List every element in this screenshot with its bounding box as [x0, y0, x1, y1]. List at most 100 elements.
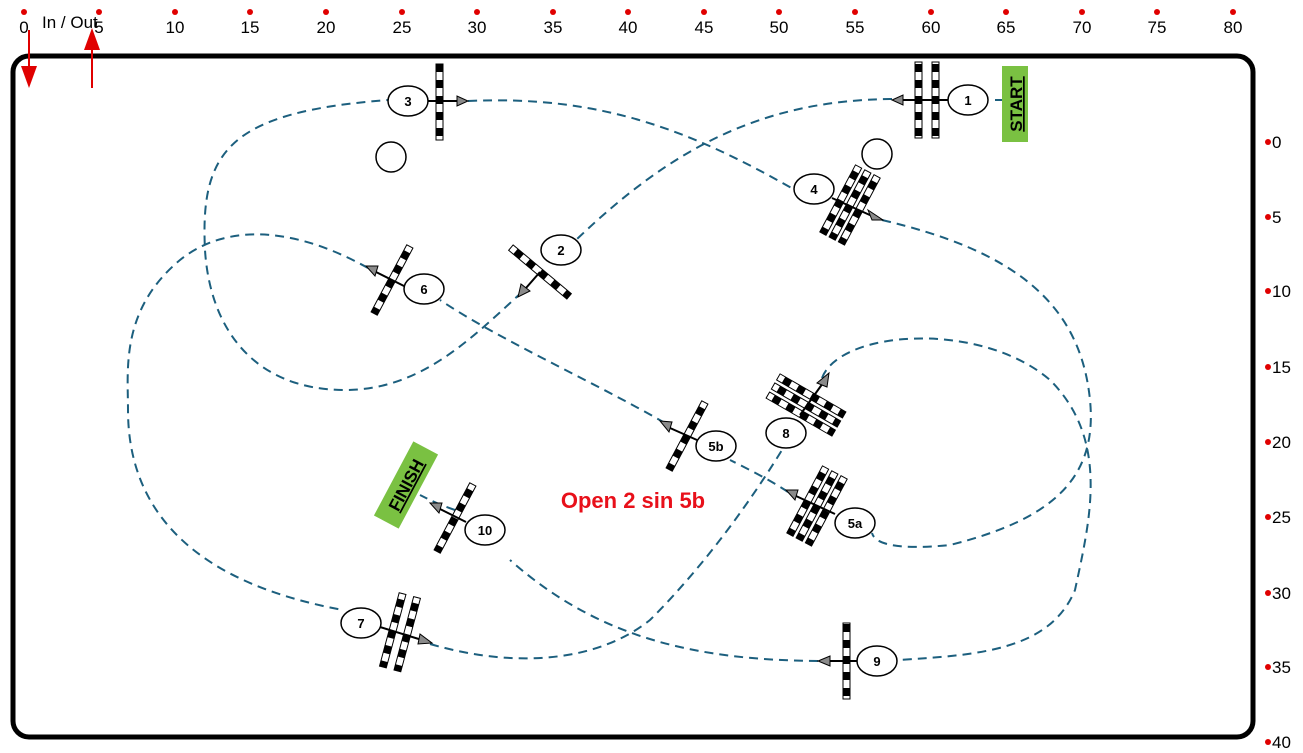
ruler-tick-dot: [701, 9, 707, 15]
jump-number: 6: [420, 282, 427, 297]
ruler-tick-dot: [1265, 514, 1271, 520]
jump-number-badge: [947, 84, 989, 116]
jump-number: 5a: [848, 516, 863, 531]
jump-number-badge: [387, 85, 429, 117]
direction-arrow-icon: [890, 94, 904, 106]
jump-number-badge: [695, 430, 737, 462]
ruler-tick-dot: [1265, 590, 1271, 596]
jump-number-badge: [340, 607, 382, 639]
jump-number-badge: [540, 234, 582, 266]
path-segment: [821, 337, 1092, 661]
jump-number-badge: [765, 417, 807, 449]
jump-9: 9: [816, 622, 898, 700]
down-arrow-icon: [21, 66, 37, 88]
ruler-tick-dot: [1265, 214, 1271, 220]
jump-number: 8: [782, 426, 789, 441]
ruler-tick-label: 10: [166, 18, 185, 37]
direction-arrow-icon: [364, 265, 379, 277]
jump-number-badge: [464, 514, 506, 546]
ruler-tick-dot: [1003, 9, 1009, 15]
ruler-tick-label: 65: [997, 18, 1016, 37]
path-segment: [575, 98, 893, 241]
jump-direction-line: [379, 626, 423, 641]
jump-10: 10: [428, 482, 506, 554]
ruler-tick-label: 30: [468, 18, 487, 37]
arena-boundary: [10, 53, 1256, 740]
path-segment: [729, 459, 789, 493]
ruler-tick-dot: [172, 9, 178, 15]
direction-arrow-icon: [784, 489, 799, 501]
ruler-tick-dot: [1230, 9, 1236, 15]
jump-number-badge: [834, 507, 876, 539]
jump-direction-line: [799, 382, 824, 416]
marker-circle: [375, 141, 407, 173]
finish-tag: FINISH: [373, 441, 439, 529]
ruler-tick-label: 35: [544, 18, 563, 37]
ruler-tick-label: 50: [770, 18, 789, 37]
path-segment: [509, 559, 819, 662]
ruler-tick-label: 15: [1272, 358, 1291, 377]
ruler-tick-label: 0: [19, 18, 28, 37]
path-segment: [203, 99, 523, 392]
start-label: START: [1007, 76, 1026, 132]
entrance-marker: In / Out: [21, 13, 100, 88]
marker-circle: [861, 138, 893, 170]
jump-rail: [819, 164, 863, 236]
ruler-tick-dot: [1265, 739, 1271, 745]
direction-arrow-icon: [816, 371, 830, 388]
jump-number-badge: [793, 173, 835, 205]
ruler-tick-label: 45: [695, 18, 714, 37]
direction-arrow-icon: [456, 95, 470, 107]
jump-number: 7: [357, 616, 364, 631]
jump-number: 4: [810, 182, 818, 197]
direction-arrow-icon: [428, 502, 443, 514]
ruler-tick-label: 25: [1272, 508, 1291, 527]
jump-number: 3: [404, 94, 411, 109]
ruler-tick-label: 15: [241, 18, 260, 37]
ruler-tick-dot: [247, 9, 253, 15]
ruler-tick-dot: [1265, 439, 1271, 445]
ruler-tick-label: 60: [922, 18, 941, 37]
path-segment: [871, 219, 1092, 548]
ruler-tick-dot: [1265, 664, 1271, 670]
jump-rail: [775, 373, 847, 419]
ruler-tick-dot: [21, 9, 27, 15]
jump-number-badge: [856, 645, 898, 677]
path-segment: [126, 233, 369, 611]
ruler-tick-dot: [474, 9, 480, 15]
path-segment: [439, 299, 666, 424]
ruler-tick-label: 20: [317, 18, 336, 37]
ruler-tick-dot: [1265, 139, 1271, 145]
jump-direction-line: [375, 271, 405, 287]
path-segment: [429, 449, 783, 660]
course-note: Open 2 sin 5b: [561, 488, 705, 513]
entrance-label: In / Out: [42, 13, 98, 32]
jump-number: 5b: [708, 439, 723, 454]
ruler-tick-dot: [852, 9, 858, 15]
direction-arrow-icon: [816, 655, 831, 667]
ruler-tick-dot: [625, 9, 631, 15]
jump-number: 10: [478, 523, 492, 538]
direction-arrow-icon: [417, 633, 434, 645]
ruler-tick-label: 40: [619, 18, 638, 37]
ruler-tick-dot: [399, 9, 405, 15]
direction-arrow-icon: [658, 420, 673, 434]
jump-number-badge: [403, 273, 445, 305]
ruler-tick-dot: [323, 9, 329, 15]
jump-7: 7: [340, 592, 434, 673]
ruler-tick-label: 80: [1224, 18, 1243, 37]
jump-3: 3: [387, 63, 470, 141]
ruler-tick-label: 70: [1073, 18, 1092, 37]
ruler-tick-label: 75: [1148, 18, 1167, 37]
jump-number: 1: [964, 93, 971, 108]
path-segment: [467, 99, 796, 191]
ruler-tick-dot: [1154, 9, 1160, 15]
jump-5b: 5b: [658, 400, 737, 472]
jump-rail: [393, 595, 422, 673]
direction-arrow-icon: [517, 283, 531, 298]
right-ruler: 0 5 10 15 20 25 30 35 40: [1265, 133, 1291, 752]
ruler-tick-label: 10: [1272, 282, 1291, 301]
ruler-tick-dot: [928, 9, 934, 15]
jump-5a: 5a: [784, 465, 876, 547]
